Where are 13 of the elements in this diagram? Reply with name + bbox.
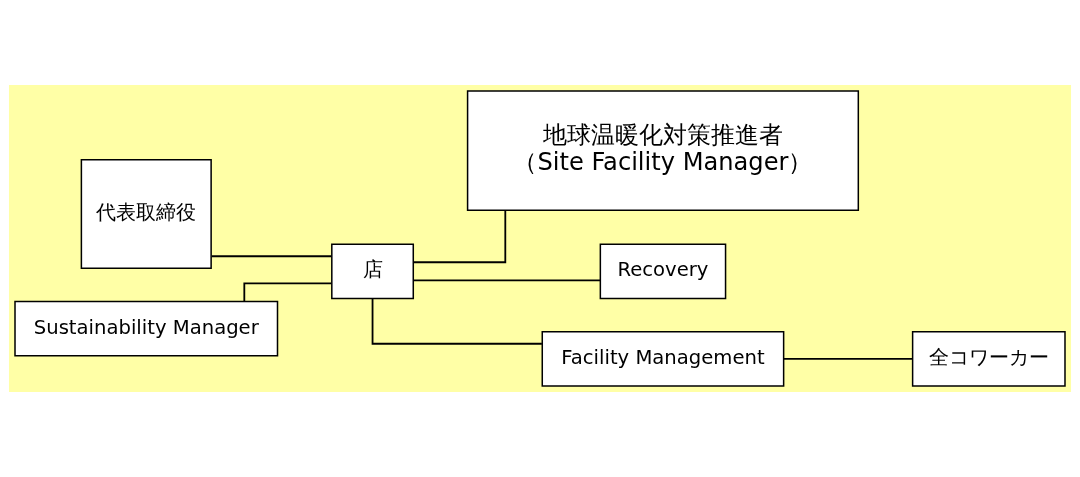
node-box: Facility Management: [541, 330, 785, 387]
node-box: 店: [331, 243, 415, 300]
connector: [782, 357, 914, 360]
connector: [243, 282, 333, 303]
node-box: 代表取締役: [80, 158, 212, 270]
connector: [412, 279, 602, 282]
node-box: Recovery: [599, 243, 727, 300]
connector: [412, 209, 507, 264]
node-box: Sustainability Manager: [14, 300, 279, 357]
node-box: 全コワーカー: [911, 330, 1066, 387]
connector: [371, 297, 543, 345]
node-box: 地球温暖化対策推進者 （Site Facility Manager）: [466, 90, 860, 211]
connector: [210, 255, 333, 258]
